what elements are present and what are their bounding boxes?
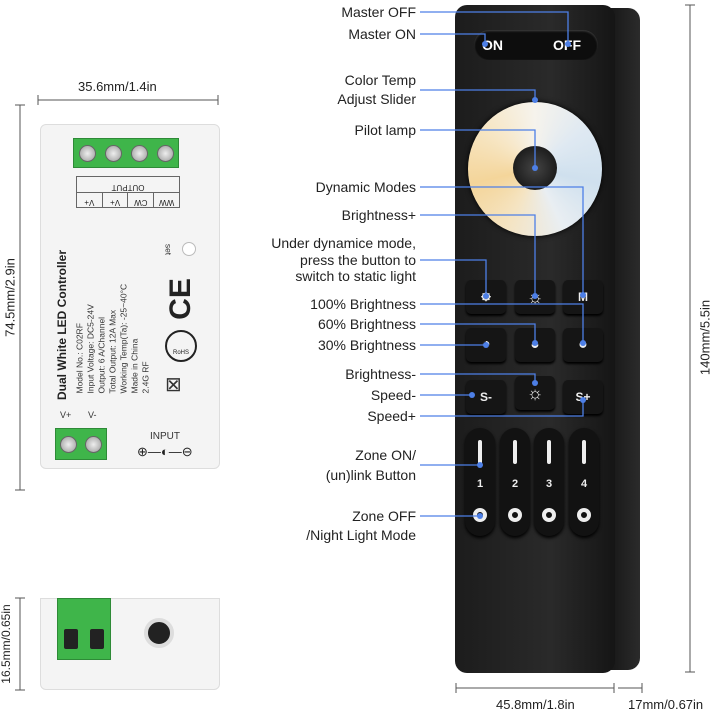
remote-width-label: 45.8mm/1.8in xyxy=(496,697,575,712)
zone-off-button[interactable] xyxy=(508,508,522,522)
remote-depth-label: 17mm/0.67in xyxy=(628,697,704,712)
rohs-mark: RoHS xyxy=(165,330,197,362)
input-label: INPUT xyxy=(150,431,180,442)
input-terminal xyxy=(55,428,107,460)
output-terminal xyxy=(73,138,179,168)
input-pin-vminus: V- xyxy=(88,410,97,420)
callout-zone-on: Zone ON/ xyxy=(355,447,416,463)
callout-brightness-plus: Brightness+ xyxy=(341,207,416,223)
callout-pilot-lamp: Pilot lamp xyxy=(354,122,416,138)
weee-bin-icon: ⊠ xyxy=(165,374,182,396)
controller-body xyxy=(40,124,220,469)
zone-number: 3 xyxy=(545,478,553,490)
zone-off-button[interactable] xyxy=(542,508,556,522)
callout-zone-off: Zone OFF xyxy=(352,508,416,524)
callout-speed-plus: Speed+ xyxy=(367,408,416,424)
zone-on-button[interactable] xyxy=(582,440,586,464)
polarity-icon: ⊕—◐—⊖ xyxy=(137,444,193,459)
rohs-text: RoHS xyxy=(172,350,189,356)
callout-master-on: Master ON xyxy=(348,26,416,42)
callout-static-2: press the button to xyxy=(300,252,416,268)
zone-number: 4 xyxy=(580,478,588,490)
zone-on-button[interactable] xyxy=(547,440,551,464)
callout-unlink: (un)link Button xyxy=(325,467,416,483)
callout-brightness-minus: Brightness- xyxy=(345,366,416,382)
zone-off-button[interactable] xyxy=(473,508,487,522)
callout-adjust-slider: Adjust Slider xyxy=(337,91,416,107)
callout-60-brightness: 60% Brightness xyxy=(317,316,416,332)
side-terminal xyxy=(57,598,111,660)
zone-on-button[interactable] xyxy=(478,440,482,464)
zone-3[interactable]: 3 xyxy=(534,428,564,536)
callout-100-brightness: 100% Brightness xyxy=(310,296,416,312)
input-pin-vplus: V+ xyxy=(60,410,72,420)
callout-color-temp: Color Temp xyxy=(344,72,416,88)
zone-off-button[interactable] xyxy=(577,508,591,522)
callout-static-1: Under dynamice mode, xyxy=(271,235,416,251)
callout-dynamic-modes: Dynamic Modes xyxy=(315,179,416,195)
dc-jack xyxy=(144,618,174,648)
zone-4[interactable]: 4 xyxy=(569,428,599,536)
callout-static-3: switch to static light xyxy=(295,268,416,284)
set-button[interactable] xyxy=(182,242,196,256)
zone-2[interactable]: 2 xyxy=(500,428,530,536)
s-plus-label: S+ xyxy=(575,390,591,404)
master-switch[interactable] xyxy=(474,30,598,60)
sun-minus-icon: ☼ xyxy=(526,382,544,403)
zone-number: 1 xyxy=(476,478,484,490)
controller-width-label: 35.6mm/1.4in xyxy=(78,79,157,94)
zone-number: 2 xyxy=(511,478,519,490)
master-on-button[interactable]: ON xyxy=(482,37,503,53)
callout-speed-minus: Speed- xyxy=(370,387,416,403)
callout-master-off: Master OFF xyxy=(341,4,416,20)
callout-night-light: /Night Light Mode xyxy=(306,527,416,543)
callout-30-brightness: 30% Brightness xyxy=(317,337,416,353)
zone-on-button[interactable] xyxy=(513,440,517,464)
s-minus-label: S- xyxy=(480,390,492,404)
